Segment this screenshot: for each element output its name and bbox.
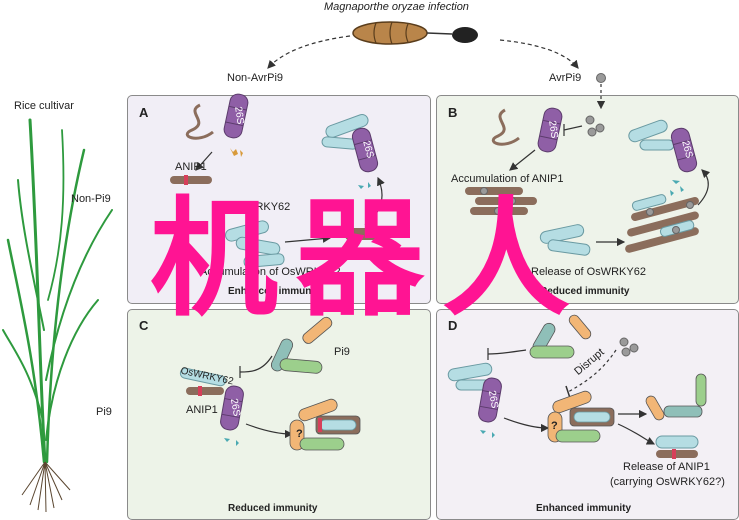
panel-b-proteasome-label: 26S: [546, 119, 560, 140]
panel-c-pi9-label: Pi9: [334, 346, 350, 358]
panel-a-oswrky62-label: OsWRKY62: [231, 201, 291, 213]
panel-b-graphics: [465, 107, 711, 256]
panel-a-accumulation-label: Accumulation of OsWRKY62: [200, 266, 341, 278]
proteasome-26s-icon: [223, 93, 249, 139]
panel-d-release-line2: (carrying OsWRKY62?): [610, 476, 725, 488]
pi9-complex-icon: [289, 398, 361, 451]
panel-a: [127, 95, 431, 304]
panel-d-question-mark: ?: [551, 420, 558, 432]
non-avrpi9-label: Non-AvrPi9: [227, 72, 284, 84]
panel-a-proteasome-label: 26S: [232, 105, 246, 126]
row-label-pi9: Pi9: [96, 406, 112, 418]
infection-title: Magnaporthe oryzae infection: [324, 1, 469, 13]
pi9-protein-icon: [270, 316, 333, 374]
panel-c-question-mark: ?: [296, 428, 303, 440]
panel-a-anip1-label: ANIP1: [175, 161, 207, 173]
panel-a-letter: A: [139, 105, 149, 120]
panel-c-graphics: [179, 316, 361, 451]
avrpi9-label: AvrPi9: [549, 72, 582, 84]
panel-c-footer: Reduced immunity: [228, 503, 318, 514]
panel-d-footer: Enhanced immunity: [536, 503, 632, 514]
panel-a-graphics: [170, 93, 385, 268]
panel-d-graphics: [447, 314, 707, 459]
panel-d-letter: D: [448, 318, 458, 333]
watermark-text: 机器人: [150, 185, 589, 334]
branch-arrow-left: [267, 35, 351, 69]
rice-plant-icon: [2, 118, 113, 464]
panel-b-release-label: Release of OsWRKY62: [531, 266, 646, 278]
panel-a-footer: Enhanced immunity: [228, 286, 324, 297]
panel-b-accumulation-label: Accumulation of ANIP1: [451, 173, 564, 185]
panel-b-footer: Reduced immunity: [540, 286, 630, 297]
panel-d-release-line1: Release of ANIP1: [623, 461, 710, 473]
branch-arrow-right: [499, 39, 579, 69]
row-label-non-pi9: Non-Pi9: [71, 193, 111, 205]
panel-c-letter: C: [139, 318, 149, 333]
panel-c-anip1-label: ANIP1: [186, 404, 218, 416]
avrpi9-sphere-icon: [596, 73, 606, 83]
wrky62-cylinder-icon: [225, 220, 285, 268]
panel-b-letter: B: [448, 105, 458, 120]
fungus-spore-icon: [352, 21, 478, 45]
rice-roots-icon: [21, 461, 71, 513]
rice-cultivar-label: Rice cultivar: [14, 100, 74, 112]
